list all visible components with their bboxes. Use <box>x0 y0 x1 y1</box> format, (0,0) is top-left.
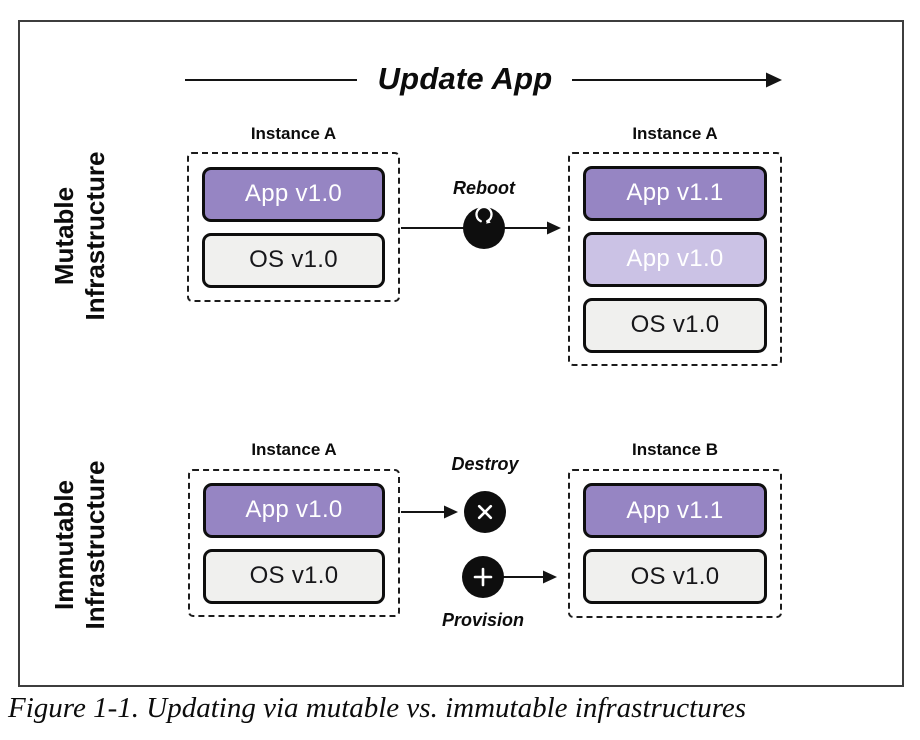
update-app-title: Update App <box>377 61 553 96</box>
mutable-right-instance-box: App v1.1 App v1.0 OS v1.0 <box>568 152 782 366</box>
reboot-label: Reboot <box>453 178 515 198</box>
mutable-row-label-line1: Mutable <box>49 186 80 286</box>
immutable-row-label-line2: Infrastructure <box>80 460 110 630</box>
app-box: App v1.1 <box>583 165 767 221</box>
mutable-left-instance-title: Instance A <box>250 124 337 143</box>
mutable-row-label: Mutable Infrastructure <box>38 66 122 406</box>
immutable-row-label-line1: Immutable <box>49 479 80 611</box>
immutable-right-instance-box: App v1.1 OS v1.0 <box>568 469 782 618</box>
mutable-left-instance-box: App v1.0 OS v1.0 <box>187 152 400 302</box>
app-box: App v1.1 <box>583 483 767 538</box>
os-box: OS v1.0 <box>583 297 767 353</box>
app-box: App v1.0 <box>203 482 385 538</box>
immutable-left-instance-title: Instance A <box>251 440 337 459</box>
immutable-row-label: Immutable Infrastructure <box>38 375 122 715</box>
provision-label: Provision <box>441 610 525 630</box>
app-box: App v1.0 <box>202 166 385 222</box>
destroy-label: Destroy <box>451 454 519 474</box>
os-box: OS v1.0 <box>203 548 385 604</box>
app-box: App v1.0 <box>583 231 767 287</box>
immutable-left-instance-box: App v1.0 OS v1.0 <box>188 469 400 617</box>
os-box: OS v1.0 <box>202 232 385 288</box>
figure-caption: Figure 1-1. Updating via mutable vs. imm… <box>8 692 747 724</box>
immutable-right-instance-title: Instance B <box>632 440 718 459</box>
mutable-row-label-line2: Infrastructure <box>80 151 110 321</box>
mutable-right-instance-title: Instance A <box>632 124 718 143</box>
os-box: OS v1.0 <box>583 549 767 604</box>
